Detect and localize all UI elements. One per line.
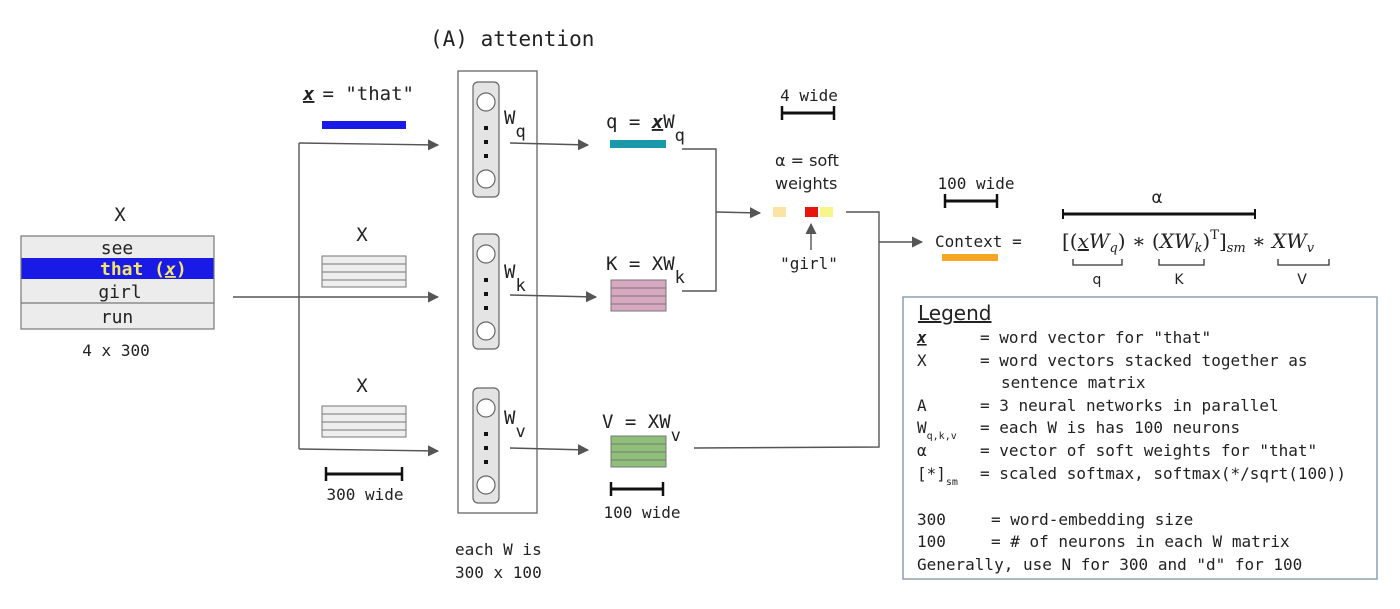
word-that-highlighted: that (x)	[100, 259, 187, 280]
soft-cell-1	[773, 207, 786, 217]
arrow-q-out	[509, 139, 590, 151]
arrow-k-out	[509, 291, 598, 303]
legend-symbol: x	[916, 328, 927, 347]
branch-arrow-q	[298, 139, 440, 151]
softweights-vector	[773, 207, 833, 217]
legend-symbol: α	[917, 441, 927, 460]
context-vector-bar	[942, 254, 998, 261]
soft-cell-3	[805, 207, 818, 217]
legend-description: = word vector for "that"	[980, 328, 1211, 347]
network-v: Wv	[472, 387, 526, 504]
scale-100-wide-context: 100 wide	[937, 174, 1015, 208]
row-bg	[21, 279, 214, 303]
context-label: Context =	[935, 232, 1022, 251]
networks-note-2: 300 x 100	[455, 563, 542, 582]
input-word-table: see that (x) girl run	[20, 235, 215, 330]
wv-label: Wv	[504, 407, 526, 442]
row-bg	[21, 236, 214, 258]
softweights-label-1: α = soft	[775, 151, 839, 170]
x-vector-bar	[322, 121, 406, 129]
word-run: run	[101, 307, 134, 328]
legend-description: = word vectors stacked together as	[980, 351, 1308, 370]
wk-label: Wk	[504, 261, 526, 296]
v-matrix	[610, 435, 667, 468]
legend-box	[902, 296, 1378, 580]
soft-cell-2	[789, 207, 802, 217]
underbrace-q: q	[1072, 259, 1123, 288]
svg-text:V: V	[1297, 272, 1307, 288]
underbrace-v: V	[1277, 259, 1330, 288]
legend-description: = 3 neural networks in parallel	[980, 396, 1279, 415]
legend-description: = vector of soft weights for "that"	[980, 441, 1317, 460]
word-that-close: )	[176, 259, 187, 280]
wq-label: Wq	[504, 107, 526, 142]
legend-symbol: A	[917, 396, 927, 415]
legend-description: = word-embedding size	[991, 510, 1193, 529]
context-formula: [(xWq) ∗ (XWk)T]sm ∗ XWv	[1062, 228, 1315, 256]
v-equation: V = XWv	[602, 411, 681, 446]
scale-300-wide: 300 wide	[324, 467, 404, 504]
legend-description: sentence matrix	[1001, 373, 1146, 392]
branch-arrow-v	[298, 445, 440, 457]
underbrace-k: K	[1158, 259, 1205, 288]
legend-symbol: [*]sm	[917, 464, 958, 488]
matrix-x-label-k: X	[356, 224, 368, 246]
context-scale-label: 100 wide	[937, 174, 1014, 193]
legend-description: = each W is has 100 neurons	[980, 418, 1240, 437]
k-equation: K = XWk	[606, 253, 685, 288]
svg-text:q: q	[1093, 272, 1102, 288]
matrix-x-label-v: X	[356, 375, 368, 397]
matrix-x-k	[321, 255, 407, 288]
legend-symbol: X	[917, 351, 927, 370]
scale-100-label: 100 wide	[603, 503, 680, 522]
sv-join-line	[693, 211, 880, 449]
qk-join-line	[682, 148, 717, 292]
scale-4-wide: 4 wide	[780, 86, 838, 120]
networks-note-1: each W is	[455, 540, 542, 559]
input-dims: 4 x 300	[82, 341, 149, 360]
input-matrix-label: X	[114, 204, 126, 226]
legend-symbol: Wq,k,v	[917, 418, 957, 442]
diagram-title: (A) attention	[430, 27, 594, 51]
q-equation: q = xWq	[606, 111, 685, 146]
scale-4-label: 4 wide	[780, 86, 838, 105]
network-k: Wk	[472, 233, 526, 350]
legend-description: Generally, use N for 300 and "d" for 100	[917, 555, 1302, 574]
q-vector-bar	[610, 140, 666, 148]
x-that-label: x = "that"	[302, 83, 414, 105]
highlight-row	[21, 258, 214, 279]
soft-cell-4	[820, 207, 833, 217]
word-that-text: that (	[100, 259, 165, 280]
girl-label: "girl"	[780, 254, 838, 273]
arrow-to-softweights	[715, 207, 762, 219]
row-bg	[21, 303, 214, 329]
scale-300-label: 300 wide	[326, 485, 403, 504]
x-symbol: x	[164, 259, 176, 280]
networks-container	[457, 70, 538, 514]
network-q: Wq	[472, 81, 526, 198]
x-that-eq: = "that"	[322, 83, 414, 105]
svg-text:K: K	[1174, 272, 1184, 288]
legend-title: Legend	[918, 301, 991, 325]
legend-description: = scaled softmax, softmax(*/sqrt(100))	[980, 464, 1346, 483]
k-matrix	[610, 279, 667, 312]
legend-description: = # of neurons in each W matrix	[991, 532, 1290, 551]
x-symbol: x	[302, 83, 315, 105]
scale-100-wide: 100 wide	[603, 482, 681, 522]
word-see: see	[101, 238, 134, 259]
arrow-v-out	[509, 444, 590, 456]
word-girl: girl	[98, 282, 141, 303]
legend-symbol: 300	[917, 510, 946, 529]
legend: Legend x = word vector for "that" X = word …	[902, 296, 1378, 580]
matrix-x-v	[321, 405, 407, 438]
softweights-label-2: weights	[775, 174, 837, 193]
legend-symbol: 100	[917, 532, 946, 551]
alpha-label: α	[1151, 188, 1162, 208]
